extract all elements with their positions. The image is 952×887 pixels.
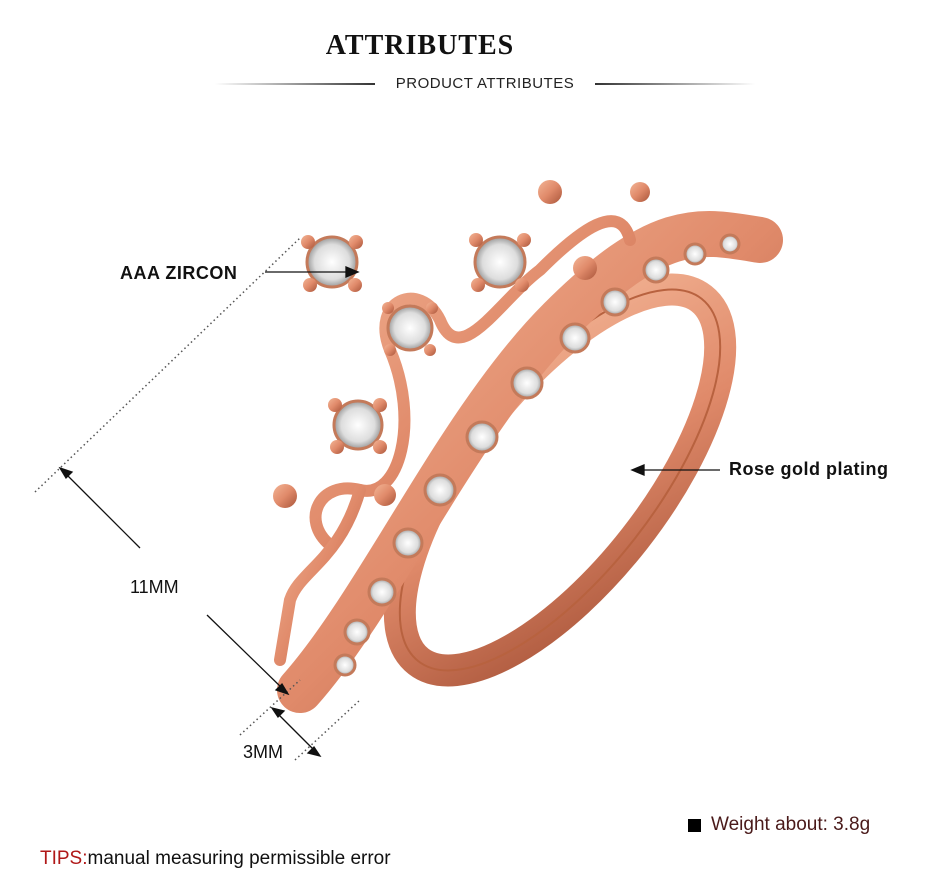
divider-right	[595, 83, 755, 85]
tips-text: manual measuring permissible error	[87, 848, 391, 869]
label-height-11mm: 11MM	[130, 577, 179, 597]
page-subtitle: PRODUCT ATTRIBUTES	[395, 75, 575, 92]
label-aaa-zircon: AAA ZIRCON	[120, 263, 238, 283]
tips-label: TIPS:	[40, 848, 88, 869]
crown-pave-row	[277, 210, 783, 713]
tips-note: TIPS:manual measuring permissible error	[40, 848, 391, 870]
page-title: ATTRIBUTES	[325, 30, 515, 61]
label-rose-gold-plating: Rose gold plating	[729, 459, 889, 479]
label-width-3mm: 3MM	[243, 742, 283, 762]
crown-beads	[273, 180, 650, 508]
zircon-stones	[301, 233, 531, 454]
crown-scrolls	[274, 194, 636, 666]
square-bullet-icon	[688, 818, 701, 832]
weight-text: Weight about: 3.8g	[711, 814, 871, 835]
measurement-guides	[34, 237, 361, 761]
divider-left	[215, 83, 375, 85]
weight-info: Weight about: 3.8g	[688, 814, 870, 836]
dimension-arrows	[58, 266, 720, 758]
